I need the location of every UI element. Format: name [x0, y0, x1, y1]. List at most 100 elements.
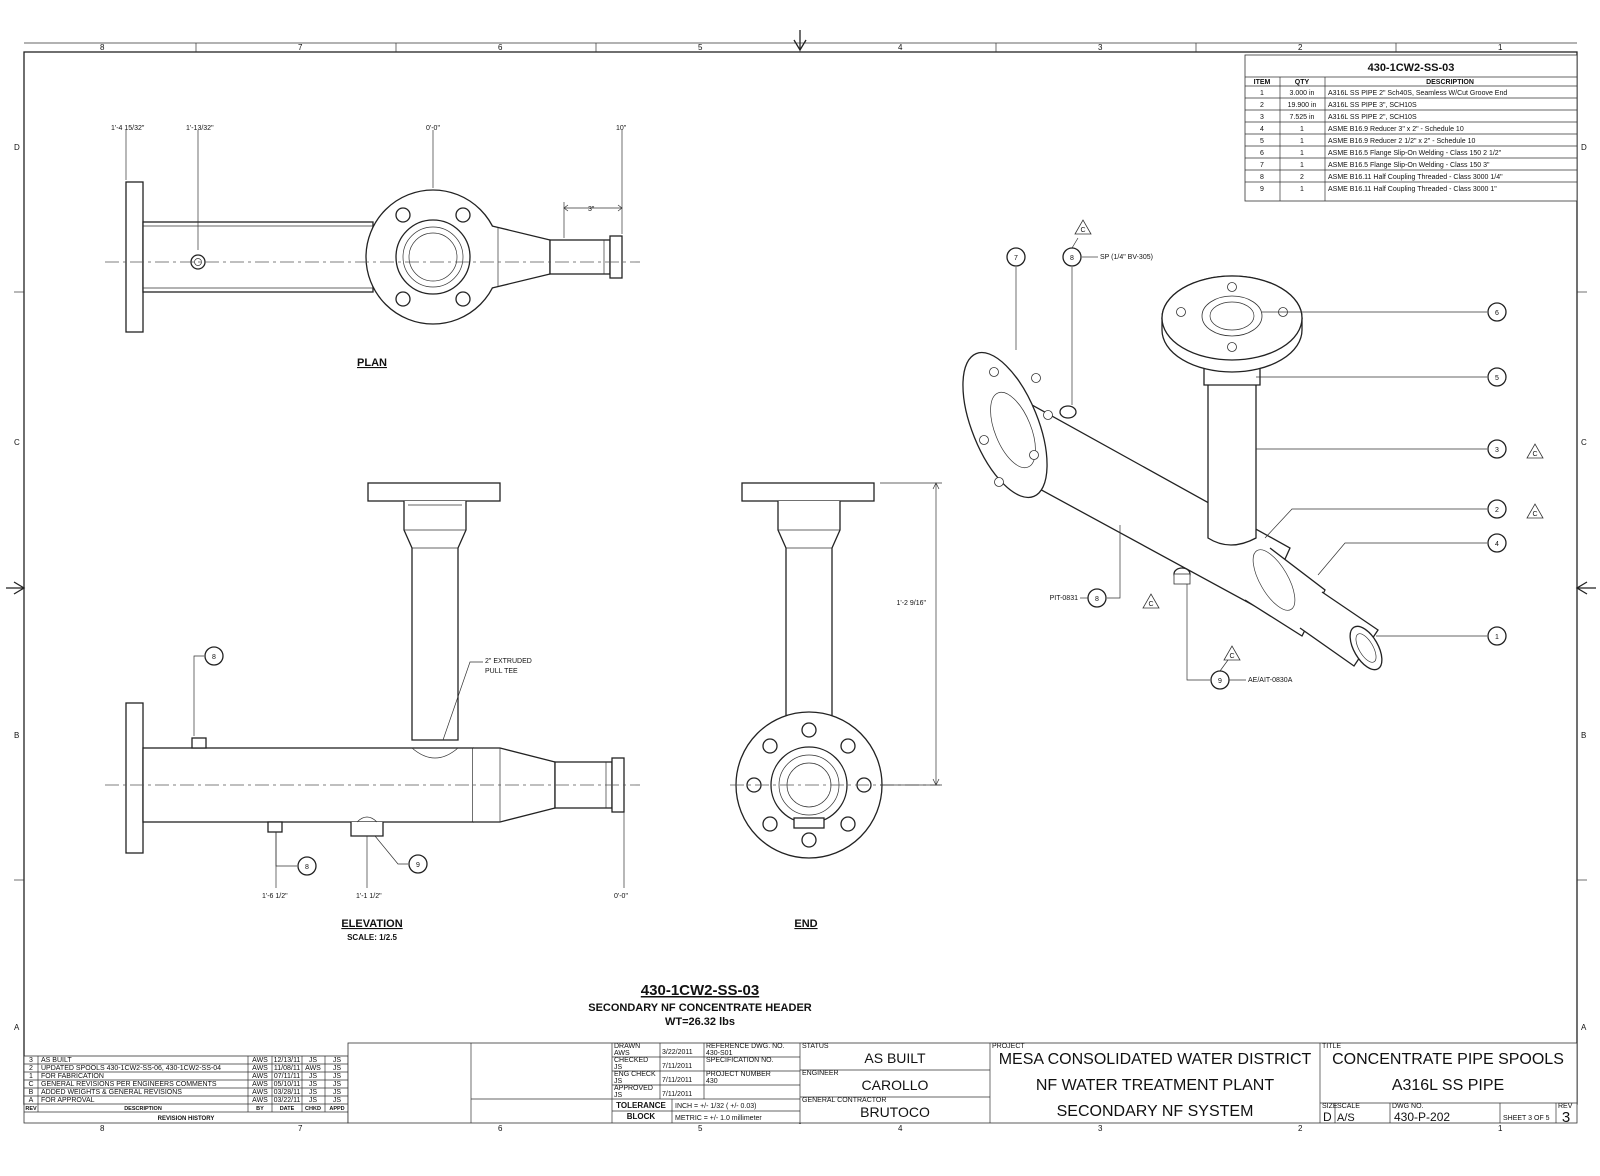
- zone-top-8: 8: [100, 43, 105, 52]
- elevation-view: 8 8 9 2" EXTRUDED PULL TEE 1'-6 1/2" 1'-…: [105, 482, 640, 942]
- revision-cell: A: [29, 1097, 34, 1104]
- bom-cell: 9: [1260, 186, 1264, 193]
- tb-appr-label: APPROVED: [614, 1085, 653, 1092]
- tb-size-label: SIZE: [1322, 1103, 1338, 1110]
- zone-right-c: C: [1581, 438, 1587, 447]
- tb-contractor-label: GENERAL CONTRACTOR: [802, 1097, 886, 1104]
- bom-cell: 1: [1260, 90, 1264, 97]
- iso-balloon-1: 1: [1495, 634, 1499, 641]
- zone-top-1: 1: [1498, 43, 1503, 52]
- plan-dim-3: 0'-0": [426, 125, 440, 132]
- bom-cell: 2: [1300, 174, 1304, 181]
- revision-cell: AWS: [252, 1089, 268, 1096]
- plan-dim-5: 3": [588, 206, 595, 213]
- tb-appr-by: JS: [614, 1092, 623, 1099]
- revision-cell: UPDATED SPOOLS 430-1CW2-SS-06, 430-1CW2-…: [41, 1065, 221, 1072]
- revision-cell: 2: [29, 1065, 33, 1072]
- zone-left-b: B: [14, 731, 19, 740]
- iso-balloon-8a: 8: [1070, 255, 1074, 262]
- tb-scale-label: SCALE: [1337, 1103, 1360, 1110]
- tb-eng-by: JS: [614, 1078, 623, 1085]
- tb-contractor: BRUTOCO: [860, 1104, 930, 1120]
- bom-cell: A316L SS PIPE 2", SCH10S: [1328, 114, 1417, 121]
- tb-title-label: TITLE: [1322, 1043, 1341, 1050]
- tb-appr-date: 7/11/2011: [662, 1091, 692, 1098]
- tb-chk-date: 7/11/2011: [662, 1063, 692, 1070]
- tb-status: AS BUILT: [864, 1050, 926, 1066]
- iso-note-sp: SP (1/4" BV-305): [1100, 254, 1153, 261]
- bom-cell: ASME B16.9 Reducer 2 1/2" x 2" - Schedul…: [1328, 138, 1475, 145]
- revision-cell: JS: [309, 1081, 318, 1088]
- title-block: DRAWN AWS 3/22/2011 CHECKED JS 7/11/2011…: [347, 1042, 1578, 1126]
- end-view: 1'-2 9/16" END: [730, 482, 942, 930]
- spool-weight: WT=26.32 lbs: [665, 1016, 735, 1028]
- revision-cell: JS: [333, 1065, 342, 1072]
- tb-size: D: [1323, 1110, 1332, 1124]
- tb-rev: 3: [1562, 1109, 1570, 1126]
- bom-cell: ASME B16.11 Half Coupling Threaded - Cla…: [1328, 174, 1503, 181]
- revision-cell: JS: [309, 1073, 318, 1080]
- tb-project-3: SECONDARY NF SYSTEM: [1057, 1103, 1254, 1120]
- tb-chk-by: JS: [614, 1064, 623, 1071]
- plan-label: PLAN: [357, 357, 387, 369]
- bom-cell: 1: [1300, 186, 1304, 193]
- bom-cell: 1: [1300, 150, 1304, 157]
- revision-cell: JS: [333, 1089, 342, 1096]
- tb-tol-inch: INCH = +/- 1/32 ( +/- 0.03): [675, 1103, 757, 1110]
- elevation-note-line1: 2" EXTRUDED: [485, 658, 532, 665]
- zone-left-d: D: [14, 143, 20, 152]
- revision-cell: B: [29, 1089, 34, 1096]
- revision-cell: 03/28/11: [274, 1089, 301, 1096]
- tb-scale: A/S: [1337, 1112, 1355, 1124]
- bom-title: 430-1CW2-SS-03: [1368, 62, 1455, 74]
- zone-left-c: C: [14, 438, 20, 447]
- revision-cell: 05/10/11: [274, 1081, 301, 1088]
- tb-project-label: PROJECT: [992, 1043, 1025, 1050]
- tb-engineer: CAROLLO: [862, 1077, 929, 1093]
- elevation-note-line2: PULL TEE: [485, 668, 518, 675]
- revision-cell: 07/11/11: [274, 1073, 300, 1080]
- elevation-balloon-9: 9: [416, 862, 420, 869]
- spool-id: 430-1CW2-SS-03: [641, 982, 759, 999]
- bom-cell: ASME B16.5 Flange Slip-On Welding - Clas…: [1328, 162, 1490, 169]
- rev-history-title: REVISION HISTORY: [158, 1116, 215, 1122]
- zone-top-3: 3: [1098, 43, 1103, 52]
- bom-cell: A316L SS PIPE 3", SCH10S: [1328, 102, 1417, 109]
- tb-job-label: PROJECT NUMBER: [706, 1071, 771, 1078]
- bom-header-qty: QTY: [1295, 79, 1310, 86]
- spool-title: 430-1CW2-SS-03 SECONDARY NF CONCENTRATE …: [588, 982, 812, 1028]
- bom-cell: ASME B16.5 Flange Slip-On Welding - Clas…: [1328, 150, 1502, 157]
- revision-cell: 03/22/11: [274, 1097, 301, 1104]
- revision-cell: ADDED WEIGHTS & GENERAL REVISIONS: [41, 1089, 182, 1096]
- iso-note-pit: PIT-0831: [1050, 595, 1079, 602]
- zone-bottom-4: 4: [898, 1124, 903, 1133]
- elevation-dim-1: 1'-6 1/2": [262, 893, 288, 900]
- bom-cell: 1: [1300, 162, 1304, 169]
- revision-cell: JS: [309, 1057, 318, 1064]
- rev-header-date: DATE: [280, 1106, 295, 1112]
- bom-cell: A316L SS PIPE 2" Sch40S, Seamless W/Cut …: [1328, 90, 1507, 97]
- bom-cell: 7.525 in: [1290, 114, 1315, 121]
- bom-cell: 4: [1260, 126, 1264, 133]
- iso-balloon-6: 6: [1495, 310, 1499, 317]
- iso-balloon-5: 5: [1495, 375, 1499, 382]
- bom-cell: ASME B16.11 Half Coupling Threaded - Cla…: [1328, 186, 1497, 193]
- iso-rev-tag-4: C: [1148, 601, 1153, 608]
- bom-cell: 6: [1260, 150, 1264, 157]
- revision-cell: 11/08/11: [274, 1065, 300, 1072]
- iso-balloon-4: 4: [1495, 541, 1499, 548]
- iso-rev-tag-3: C: [1532, 451, 1537, 458]
- revision-cell: GENERAL REVISIONS PER ENGINEERS COMMENTS: [41, 1081, 217, 1088]
- zone-bottom-2: 2: [1298, 1124, 1303, 1133]
- bom-cell: 3: [1260, 114, 1264, 121]
- tb-sheet: SHEET 3 OF 5: [1503, 1115, 1550, 1122]
- tb-dwg-label: DWG NO.: [1392, 1103, 1424, 1110]
- zone-bottom-8: 8: [100, 1124, 105, 1133]
- elevation-dim-2: 1'-1 1/2": [356, 893, 382, 900]
- tb-spec-label: SPECIFICATION NO.: [706, 1057, 774, 1064]
- zone-top-2: 2: [1298, 43, 1303, 52]
